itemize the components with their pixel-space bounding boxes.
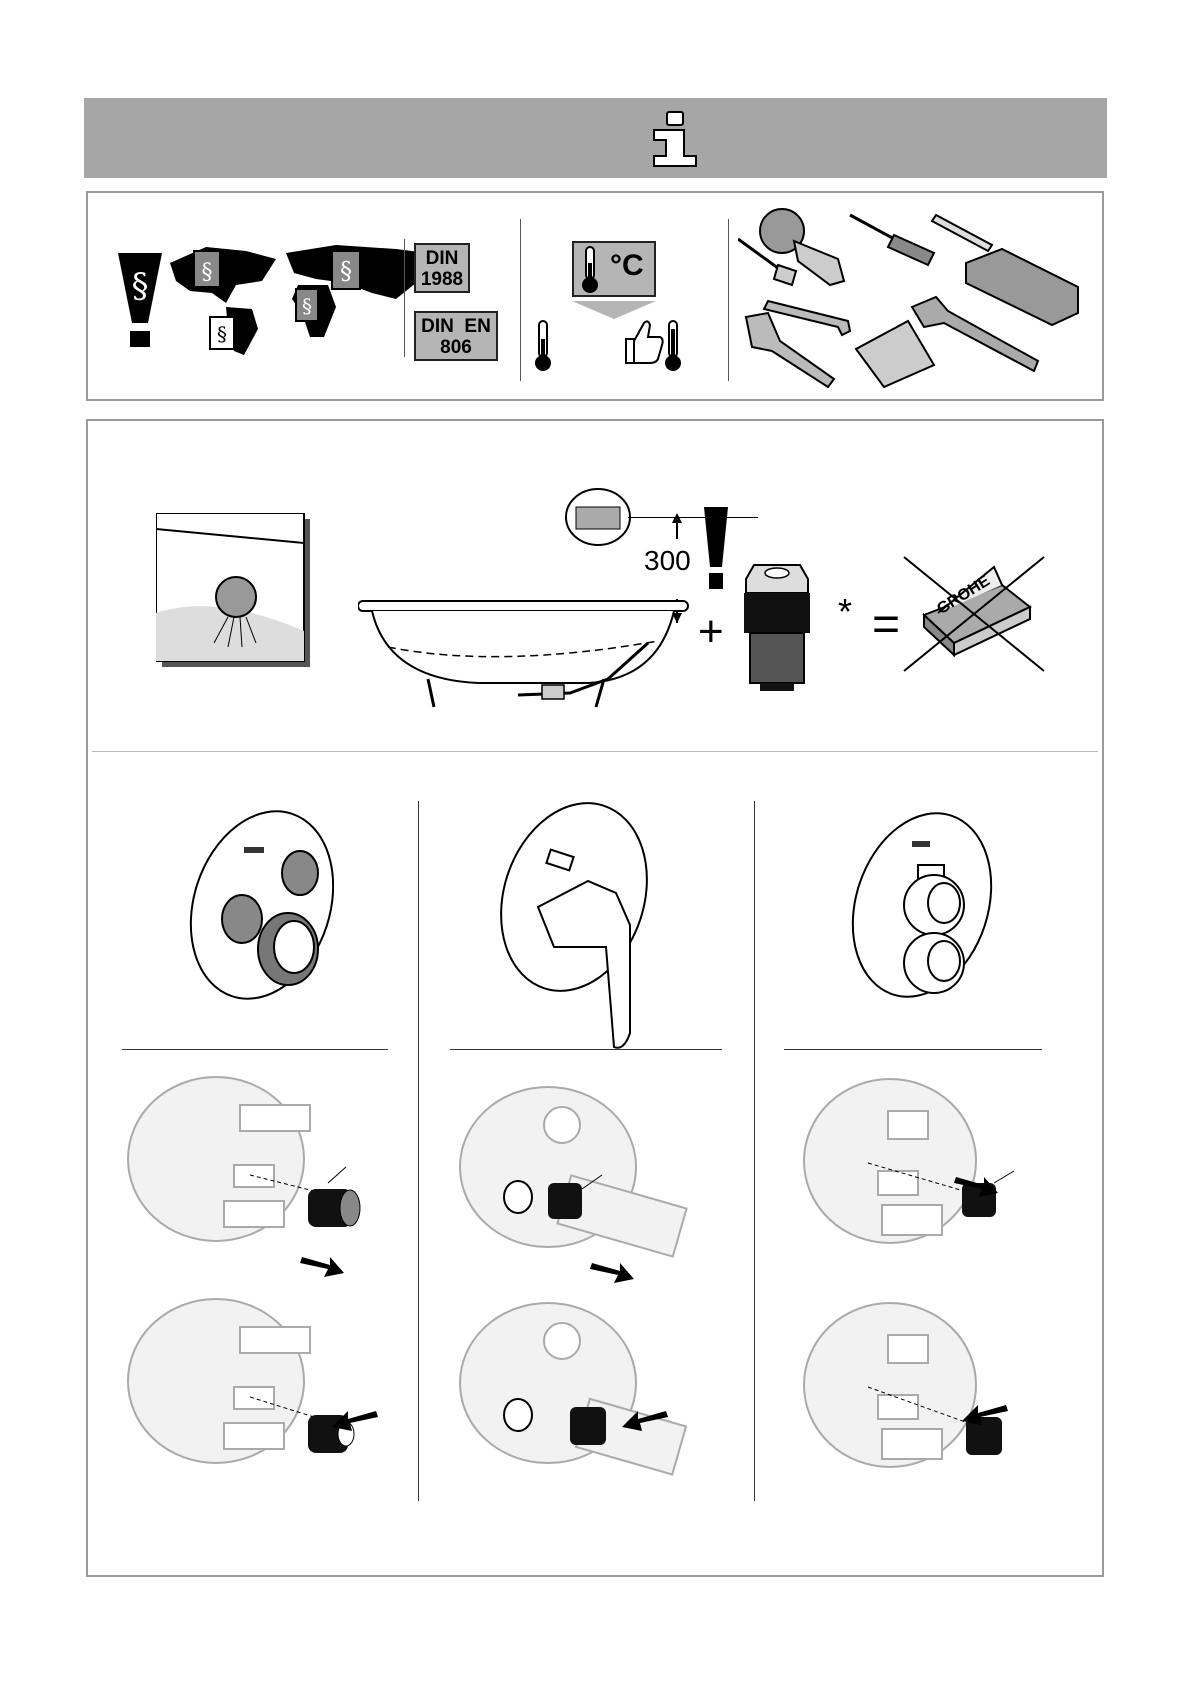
arrow-icon [622,1405,668,1431]
din-1988-badge: DIN 1988 [414,243,470,293]
installation-panel: 300 + * = GROHE [86,419,1104,1577]
header-bar [84,98,1107,178]
celsius-label: °C [610,249,644,283]
trim-separator [450,1049,722,1050]
arrow-icon [300,1253,346,1279]
crossed-box-icon: GROHE [898,555,1050,675]
valve-body-icon [452,1081,702,1281]
bathtub-icon [358,599,698,719]
info-icon [644,110,706,168]
lever-trim-icon [484,797,654,1057]
trim-separator [784,1049,1042,1050]
arrow-icon [954,1173,1000,1199]
thermometer-icon [532,319,554,373]
plus-sign: + [698,607,724,657]
svg-text:§: § [202,260,213,285]
thermostat-dial-icon [564,487,632,547]
svg-text:§: § [302,294,312,318]
section-divider [92,751,1098,752]
thumbs-up-icon [622,317,666,365]
svg-text:§: § [340,257,352,285]
valve-body-icon [124,1293,374,1493]
requirements-panel: § § § § § DIN 1988 DIN EN 806 °C [86,191,1104,401]
warning-exclamation-icon [702,507,730,591]
thermostat-trim-icon [184,807,334,1007]
column-divider [418,801,419,1501]
equals-sign: = [872,597,900,652]
din-en-806-line1: DIN EN [416,316,496,337]
valve-body-icon [452,1297,702,1497]
din-en-806-line2: 806 [416,337,496,358]
trim-separator [122,1049,388,1050]
divider [520,219,521,381]
valve-body-icon [124,1071,374,1271]
thermometer-icon [578,245,602,295]
din-1988-line1: DIN [416,248,468,269]
divider [728,219,729,381]
check-valve-icon [736,563,818,693]
wall-outlet-icon [156,513,316,673]
svg-text:§: § [132,266,149,306]
arrow-icon [962,1399,1008,1425]
divider [404,239,405,357]
valve-body-icon [798,1071,1048,1271]
din-en-806-badge: DIN EN 806 [414,311,498,361]
thermometer-icon [662,319,684,373]
valve-body-icon [798,1295,1048,1495]
temperature-box: °C [572,241,656,297]
asterisk: * [838,591,852,633]
warning-paragraph-icon: § [116,251,164,351]
arrow-icon [332,1405,378,1431]
column-divider [754,801,755,1501]
height-label: 300 [644,545,691,577]
svg-text:§: § [217,322,227,346]
din-1988-line2: 1988 [416,269,468,290]
single-knob-trim-icon [848,807,998,1007]
dimension-line [628,517,758,518]
tools-icon [738,201,1100,393]
arrow-icon [590,1259,636,1285]
